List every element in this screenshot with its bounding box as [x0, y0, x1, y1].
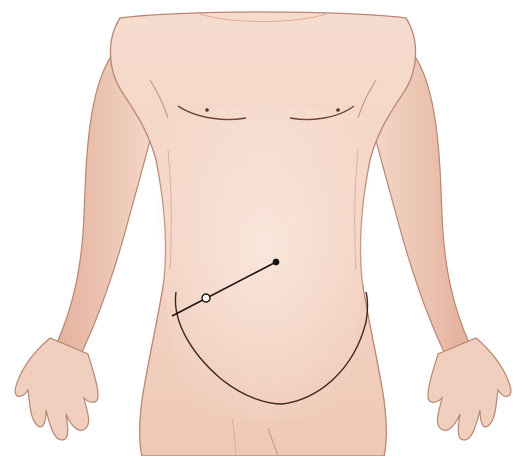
left-nipple	[205, 108, 209, 112]
right-hand	[428, 338, 511, 440]
right-nipple	[336, 108, 340, 112]
left-hand	[15, 338, 98, 440]
anterior-superior-iliac-spine-point	[202, 294, 210, 302]
umbilicus-point	[273, 259, 280, 266]
